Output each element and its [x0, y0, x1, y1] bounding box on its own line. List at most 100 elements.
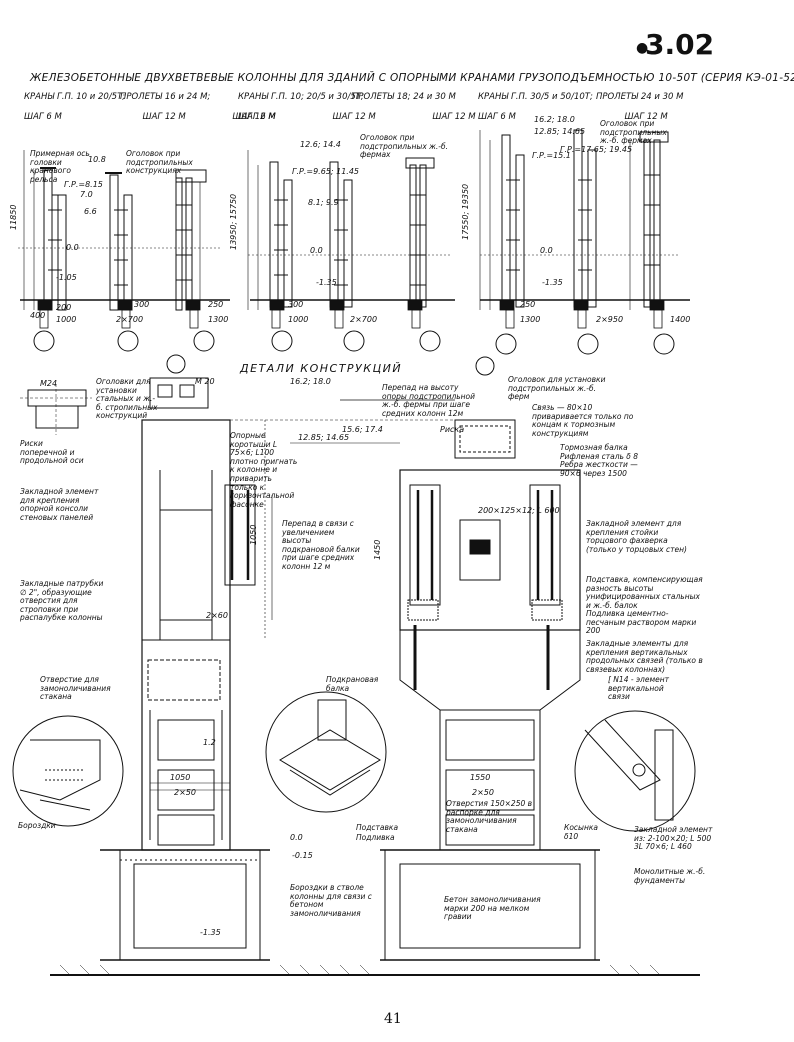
column-elevation-4	[247, 150, 293, 310]
dim-1000-1: 1000	[56, 315, 76, 324]
dim-2x60: 2×60	[206, 611, 228, 620]
note-grooves-stem: Бороздки в стволе колонны для связи с бе…	[290, 883, 372, 918]
elev-d12: 12.85; 14.65	[298, 433, 349, 442]
group-3-header-b: ПРОЛЕТЫ 24 и 30 М	[596, 92, 683, 102]
elev-3-c: Г.Р.=15.1	[532, 151, 571, 160]
note-head-top-2: Оголовок при подстропильных ж.-б. фермах	[360, 133, 449, 160]
column-elevation-2	[105, 172, 133, 311]
note-embedded-endwall: Закладной элемент для крепления стойки т…	[586, 519, 687, 554]
group-3-step-a: ШАГ 6 М	[478, 112, 516, 122]
group-1-step-a: ШАГ 6 М	[24, 112, 62, 122]
elev-2-m135: -1.35	[316, 278, 337, 287]
group-2-line2: ПРОЛЕТЫ 18; 24 и 30 М	[352, 92, 456, 102]
elev-2-cr: Г.Р.=9.65; 11.45	[292, 167, 359, 176]
dim-400-1: 400	[30, 311, 45, 320]
group-2-line1: КРАНЫ Г.П. 10; 20/5 и 30/5Т;	[238, 92, 364, 102]
column-detail-right	[380, 419, 600, 851]
group-1-line2: ПРОЛЕТЫ 16 и 24 М;	[120, 92, 211, 102]
note-head-top-3: Оголовок при подстропильных ж.-б. фермах	[600, 119, 667, 146]
label-plate: 200×125×12; L 600	[478, 506, 560, 515]
zoom-detail-brace	[574, 710, 696, 832]
top-annotations: 10.8 7.0 6.6 Г.Р.=8.15 0.0 -1.05 12.6; 1…	[9, 115, 690, 324]
note-height-drop: Перепад на высоту опоры подстропильной ж…	[382, 383, 476, 418]
group-3-line1: КРАНЫ Г.П. 30/5 и 50/10Т;	[478, 92, 593, 102]
page-number: 41	[384, 1011, 402, 1027]
dim-2x700-2: 2×700	[350, 315, 377, 324]
elev-d15: 15.6; 17.4	[342, 425, 383, 434]
dim-1450: 1450	[373, 540, 382, 560]
elev-1-low: 6.6	[84, 207, 97, 216]
note-shim2: Подставка	[356, 823, 399, 832]
elev-m135-d: -1.35	[200, 928, 221, 937]
label-m20: M 20	[195, 377, 215, 386]
note-crane-rail: Примерная ось головки кранового рельса	[30, 149, 90, 184]
elev-zero-d: 0.0	[290, 833, 303, 842]
note-pour: Подливка	[356, 833, 395, 842]
note-head-truss: Оголовок для установки подстропильных ж.…	[508, 375, 606, 402]
head-detail-small	[149, 377, 209, 409]
elev-1-mid: 7.0	[80, 190, 93, 199]
detail-annotations: 16.2; 18.0 15.6; 17.4 12.85; 14.65 M24 M…	[40, 377, 560, 937]
foundation-left	[100, 849, 270, 961]
note-brake-beam: Тормозная балка Рифленая сталь δ 8 Ребра…	[560, 443, 639, 478]
zoom-detail-grooves	[12, 715, 124, 827]
dim-1550: 1550	[470, 773, 490, 782]
dim-h1: 11850	[9, 205, 18, 230]
group-1-steps: ШАГ 6 М ШАГ 12 М ШАГ 12 М	[24, 112, 300, 122]
note-foundations: Монолитные ж.-б. фундаменты	[634, 867, 706, 885]
note-tie-weld: Связь — 80×10 приваривается только по ко…	[532, 403, 634, 438]
group-2-steps: ШАГ 6 М ШАГ 12 М ШАГ 12 М	[238, 112, 500, 122]
group-2-step-a: ШАГ 6 М	[238, 112, 276, 122]
left-col-dims	[150, 420, 273, 791]
note-grooves: Бороздки	[18, 821, 56, 830]
note-pipes: Закладные патрубки ∅ 2", образующие отве…	[20, 579, 104, 623]
column-elevation-8	[573, 129, 597, 308]
elev-3-m135: -1.35	[542, 278, 563, 287]
section-markers	[33, 330, 675, 376]
note-gusset: Косынка δ10	[564, 823, 598, 841]
column-elevation-1	[23, 150, 67, 311]
note-ch14: [ N14 - элемент вертикальной связи	[608, 675, 670, 702]
note-head-top-1: Оголовок при подстропильных конструкциях	[126, 149, 193, 176]
dim-2x950: 2×950	[596, 315, 623, 324]
group-2-step-b: ШАГ 12 М	[332, 112, 376, 122]
note-grout: Подливка цементно-песчаным раствором мар…	[586, 609, 697, 636]
elev-3-d: Г.Р.=17.65; 19.45	[560, 145, 632, 154]
elev-1-cr: Г.Р.=8.15	[64, 180, 103, 189]
group-2-header-b: ПРОЛЕТЫ 18; 24 и 30 М	[352, 92, 456, 102]
note-embedded-elem: Закладной элемент из: 2-100×20; L 500 3L…	[634, 825, 713, 852]
note-embedded-wall: Закладной элемент для крепления опорной …	[20, 487, 99, 522]
note-heads-steel: Оголовки для установки стальных и ж.-б. …	[96, 377, 158, 421]
elev-1-zero: 0.0	[66, 243, 79, 252]
label-m24: M24	[40, 379, 57, 388]
sheet-number: 3.02	[645, 28, 715, 61]
note-height-drop2: Перепад в связи с увеличением высоты под…	[282, 519, 360, 571]
group-3-header: КРАНЫ Г.П. 30/5 и 50/10Т;	[478, 92, 593, 102]
column-elevation-6	[405, 157, 435, 308]
details-title: ДЕТАЛИ КОНСТРУКЦИЙ	[240, 362, 403, 375]
note-shim: Подставка, компенсирующая разность высот…	[586, 575, 703, 610]
elev-2-mid: 8.1; 9.9	[308, 198, 339, 207]
group-1-step-b2: ШАГ 12 М	[232, 112, 276, 122]
group-1-header: КРАНЫ Г.П. 10 и 20/5Т;	[24, 92, 125, 102]
elev-d16: 16.2; 18.0	[290, 377, 331, 386]
dim-250-1: 250	[208, 300, 223, 309]
group-1-step-b: ШАГ 12 М	[142, 112, 186, 122]
label-risk: Риска	[440, 425, 464, 434]
group-3-line2: ПРОЛЕТЫ 24 и 30 М	[596, 92, 684, 102]
note-concrete: Бетон замоноличивания марки 200 на мелко…	[444, 895, 541, 922]
dim-1-2: 1.2	[203, 738, 216, 747]
dim-2x50-b: 2×50	[472, 788, 494, 797]
column-elevation-9	[629, 131, 669, 310]
dim-300-2: 300	[288, 300, 303, 309]
group-1-line1: КРАНЫ Г.П. 10 и 20/5Т;	[24, 92, 126, 102]
dim-2x700-1: 2×700	[116, 315, 143, 324]
dim-1300-1: 1300	[208, 315, 228, 324]
note-embedded-ties: Закладные элементы для крепления вертика…	[586, 639, 703, 674]
dim-1000-2: 1000	[288, 315, 308, 324]
group-3-steps: ШАГ 6 М ШАГ 12 М	[478, 112, 692, 122]
note-hole-grout: Отверстие для замоноличивания стакана	[40, 675, 111, 702]
foundation-right	[380, 849, 600, 961]
elev-1-m105: -1.05	[56, 273, 77, 282]
